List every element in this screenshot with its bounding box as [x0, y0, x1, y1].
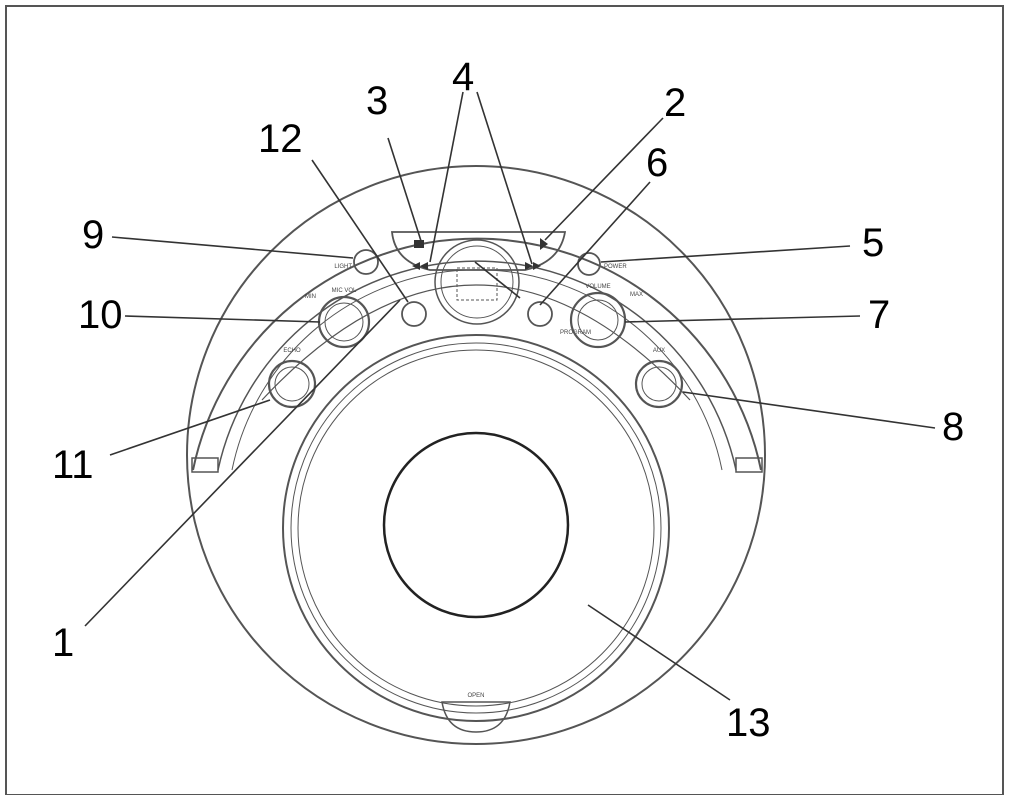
- volume-label: VOLUME: [585, 284, 610, 290]
- callout-3: 3: [366, 79, 388, 123]
- callout-2: 2: [664, 81, 686, 125]
- echo-knob-inner: [274, 366, 310, 402]
- leader-line-12: [311, 159, 409, 303]
- callout-10: 10: [78, 293, 123, 337]
- echo-knob[interactable]: [267, 359, 317, 409]
- open-label: OPEN: [467, 693, 484, 699]
- callout-4: 4: [452, 55, 474, 99]
- callout-12: 12: [258, 117, 303, 161]
- diagram-frame: [5, 5, 1004, 795]
- callout-1: 1: [52, 621, 74, 665]
- leader-line-9: [111, 236, 354, 259]
- leader-line-4a: [429, 91, 464, 263]
- cd-lid: [297, 349, 655, 707]
- power-button[interactable]: [577, 252, 601, 276]
- play-pause-icon[interactable]: [540, 238, 548, 250]
- player-body: [186, 165, 766, 745]
- leader-line-5: [600, 245, 851, 263]
- aux-label: AUX: [653, 348, 665, 354]
- handle-outer: [192, 237, 762, 471]
- program-button[interactable]: [527, 301, 553, 327]
- leader-line-1: [84, 299, 401, 627]
- volume-max-label: MAX: [630, 292, 643, 298]
- callout-5: 5: [862, 221, 884, 265]
- leader-line-2: [544, 117, 664, 241]
- callout-7: 7: [868, 293, 890, 337]
- display-ring: [434, 239, 520, 325]
- skip-forward-icon[interactable]: [525, 262, 541, 270]
- leader-line-6: [539, 181, 651, 306]
- leader-line-3: [387, 137, 423, 245]
- display-ring-inner: [440, 245, 514, 319]
- aux-knob-inner: [641, 366, 677, 402]
- skip-back-icon[interactable]: [412, 262, 428, 270]
- mic-vol-label: MIC VOL: [332, 288, 357, 294]
- callout-9: 9: [82, 213, 104, 257]
- open-tab[interactable]: [441, 701, 511, 733]
- mic-vol-knob-inner: [324, 302, 364, 342]
- volume-knob-inner: [577, 299, 619, 341]
- power-label: POWER: [604, 264, 627, 270]
- volume-knob[interactable]: [569, 291, 627, 349]
- leader-line-10: [124, 315, 321, 323]
- callout-6: 6: [646, 141, 668, 185]
- handle-foot-right: [735, 457, 763, 473]
- handle-inner: [217, 260, 737, 471]
- mode-button[interactable]: [401, 301, 427, 327]
- aux-knob[interactable]: [634, 359, 684, 409]
- leader-line-8: [682, 391, 936, 429]
- echo-label: ECHO: [283, 348, 301, 354]
- light-label: LIGHT: [334, 264, 352, 270]
- light-button[interactable]: [353, 249, 379, 275]
- cd-window: [382, 431, 570, 619]
- cd-lid-rim: [290, 342, 662, 714]
- callout-13: 13: [726, 701, 771, 745]
- leader-line-1b: [474, 261, 521, 299]
- leader-line-11: [109, 399, 271, 456]
- handle-foot-left: [191, 457, 219, 473]
- control-panel-edge: [261, 284, 691, 401]
- mic-vol-min-label: MIN: [305, 294, 316, 300]
- leader-line-13: [587, 604, 731, 701]
- cd-lid-outer: [282, 334, 670, 722]
- callout-8: 8: [942, 405, 964, 449]
- leader-line-7: [624, 315, 861, 323]
- lcd-display: [456, 267, 498, 301]
- stop-button-icon[interactable]: [414, 240, 424, 248]
- callout-11: 11: [52, 443, 94, 487]
- leader-line-4b: [476, 91, 533, 265]
